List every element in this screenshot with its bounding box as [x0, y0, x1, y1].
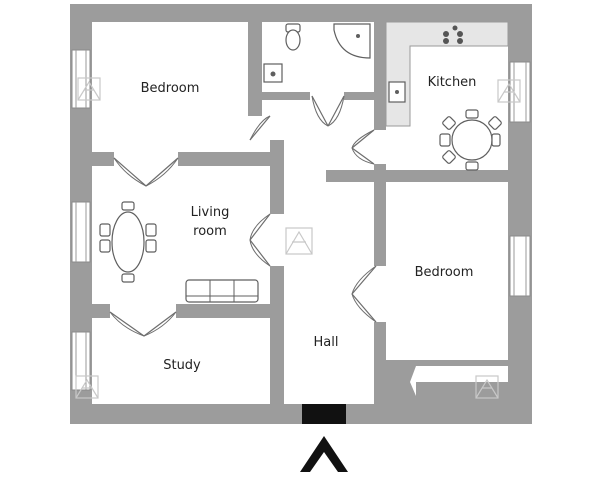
sink-icon: [263, 63, 283, 83]
doors: [109, 95, 377, 337]
window-left-2: [71, 201, 91, 263]
kitchen-sink-icon: [388, 81, 406, 103]
shower-icon: [333, 23, 371, 59]
room-label-bedroom-1: Bedroom: [141, 81, 200, 96]
door-bathroom: [311, 95, 345, 127]
entrance-door: [302, 404, 346, 424]
toilet-icon: [285, 23, 301, 51]
living-furniture: [99, 201, 259, 303]
wall-bath-kitchen: [374, 22, 386, 130]
window-left-1: [71, 49, 91, 109]
wall-bath-bottom-left: [262, 92, 310, 100]
wall-living-hall-top: [270, 140, 284, 214]
room-label-bedroom-2: Bedroom: [415, 265, 474, 280]
wall-living-study: [92, 304, 110, 318]
window-right-2: [509, 235, 531, 297]
room-label-living-line2: room: [193, 224, 227, 239]
wall-bedroom-bath: [248, 22, 262, 116]
door-kitchen-hall: [351, 129, 375, 165]
wall-bedroom-living-2: [178, 152, 284, 166]
stove-icon: [443, 25, 463, 44]
chevron-up-icon: [300, 436, 348, 472]
watermark-logo: [75, 77, 521, 399]
sofa-icon: [185, 279, 259, 303]
outer-wall-top: [70, 4, 532, 22]
wall-living-study-2: [176, 304, 272, 318]
kitchen-fixtures: [385, 21, 509, 171]
room-label-study: Study: [163, 358, 201, 373]
wall-hall-bedroom-top: [374, 182, 386, 266]
room-label-living-line1: Living: [191, 205, 230, 220]
door-living-study: [109, 311, 177, 337]
room-label-kitchen: Kitchen: [428, 75, 477, 90]
wall-bedroom-bottom-2: [406, 386, 508, 406]
door-living-hall: [249, 213, 271, 267]
door-hall-bedroom: [351, 265, 377, 323]
wall-bedroom-living: [92, 152, 114, 166]
wall-kitchen-bedroom: [326, 170, 508, 182]
dining-table-icon: [99, 201, 157, 283]
bathroom-fixtures: [263, 23, 371, 83]
notch-floor: [410, 366, 508, 396]
wall-living-hall-bottom: [270, 266, 284, 406]
round-table-icon: [439, 109, 502, 171]
door-bedroom-hall: [249, 115, 271, 141]
wall-hall-bedroom-bottom: [374, 322, 386, 406]
room-label-hall: Hall: [314, 335, 339, 350]
door-bedroom-living: [113, 157, 179, 187]
wall-bath-bottom-right: [344, 92, 374, 100]
outer-wall-bottom-left: [70, 404, 302, 424]
outer-wall-bottom-right: [346, 404, 532, 424]
